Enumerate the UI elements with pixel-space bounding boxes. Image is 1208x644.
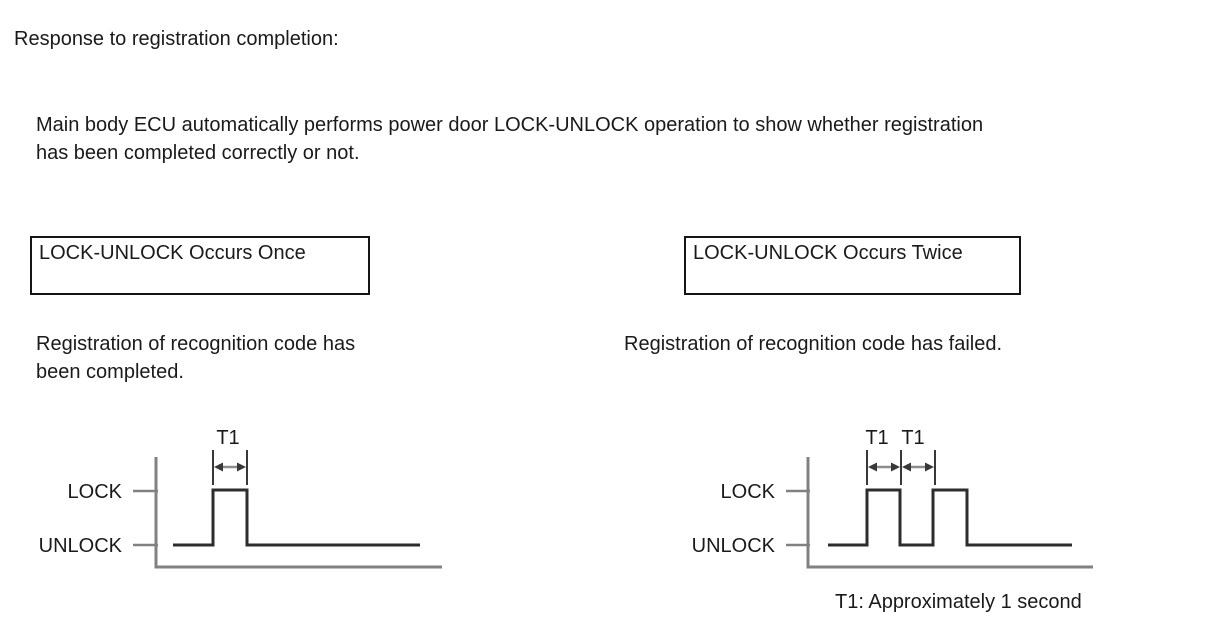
- result-box-lock-unlock-twice: LOCK-UNLOCK Occurs Twice: [684, 236, 1021, 295]
- diagram-twice-arrowhead-1-right: [891, 462, 900, 472]
- caption-registration-completed: Registration of recognition code has bee…: [36, 330, 355, 386]
- diagram-twice-t1-label-2: T1: [901, 427, 924, 449]
- diagram-twice-unlock-label: UNLOCK: [692, 535, 776, 557]
- caption-success-line-1: Registration of recognition code has: [36, 333, 356, 355]
- description-line-2: has been completed correctly or not.: [36, 142, 360, 164]
- diagram-twice-lock-label: LOCK: [721, 481, 776, 503]
- diagram-once-waveform: [173, 488, 420, 547]
- timing-diagram-lock-unlock-twice: LOCK UNLOCK T1 T1: [692, 427, 1093, 569]
- diagram-once-arrowhead-left: [214, 462, 223, 472]
- result-box-twice-label: LOCK-UNLOCK Occurs Twice: [693, 242, 963, 264]
- page-title: Response to registration completion:: [14, 28, 339, 50]
- footnote-t1-definition: T1: Approximately 1 second: [835, 591, 1082, 613]
- diagram-twice-waveform: [828, 488, 1072, 547]
- diagram-once-axis: [154, 457, 442, 569]
- description-line-1: Main body ECU automatically performs pow…: [36, 114, 984, 136]
- diagram-twice-arrowhead-2-left: [902, 462, 911, 472]
- timing-diagram-lock-unlock-once: LOCK UNLOCK T1: [39, 427, 442, 569]
- diagram-once-arrowhead-right: [237, 462, 246, 472]
- caption-success-line-2: been completed.: [36, 361, 184, 383]
- diagram-twice-t1-label-1: T1: [865, 427, 888, 449]
- diagram-once-lock-label: LOCK: [68, 481, 123, 503]
- diagram-twice-arrowhead-2-right: [925, 462, 934, 472]
- caption-registration-failed: Registration of recognition code has fai…: [624, 330, 1002, 358]
- result-box-lock-unlock-once: LOCK-UNLOCK Occurs Once: [30, 236, 370, 295]
- result-box-once-label: LOCK-UNLOCK Occurs Once: [39, 242, 306, 264]
- diagram-twice-arrowhead-1-left: [868, 462, 877, 472]
- description-paragraph: Main body ECU automatically performs pow…: [36, 111, 983, 167]
- diagram-once-unlock-label: UNLOCK: [39, 535, 123, 557]
- diagram-once-t1-label: T1: [216, 427, 239, 449]
- diagram-twice-axis: [806, 457, 1093, 569]
- caption-failure-line-1: Registration of recognition code has fai…: [624, 333, 1003, 355]
